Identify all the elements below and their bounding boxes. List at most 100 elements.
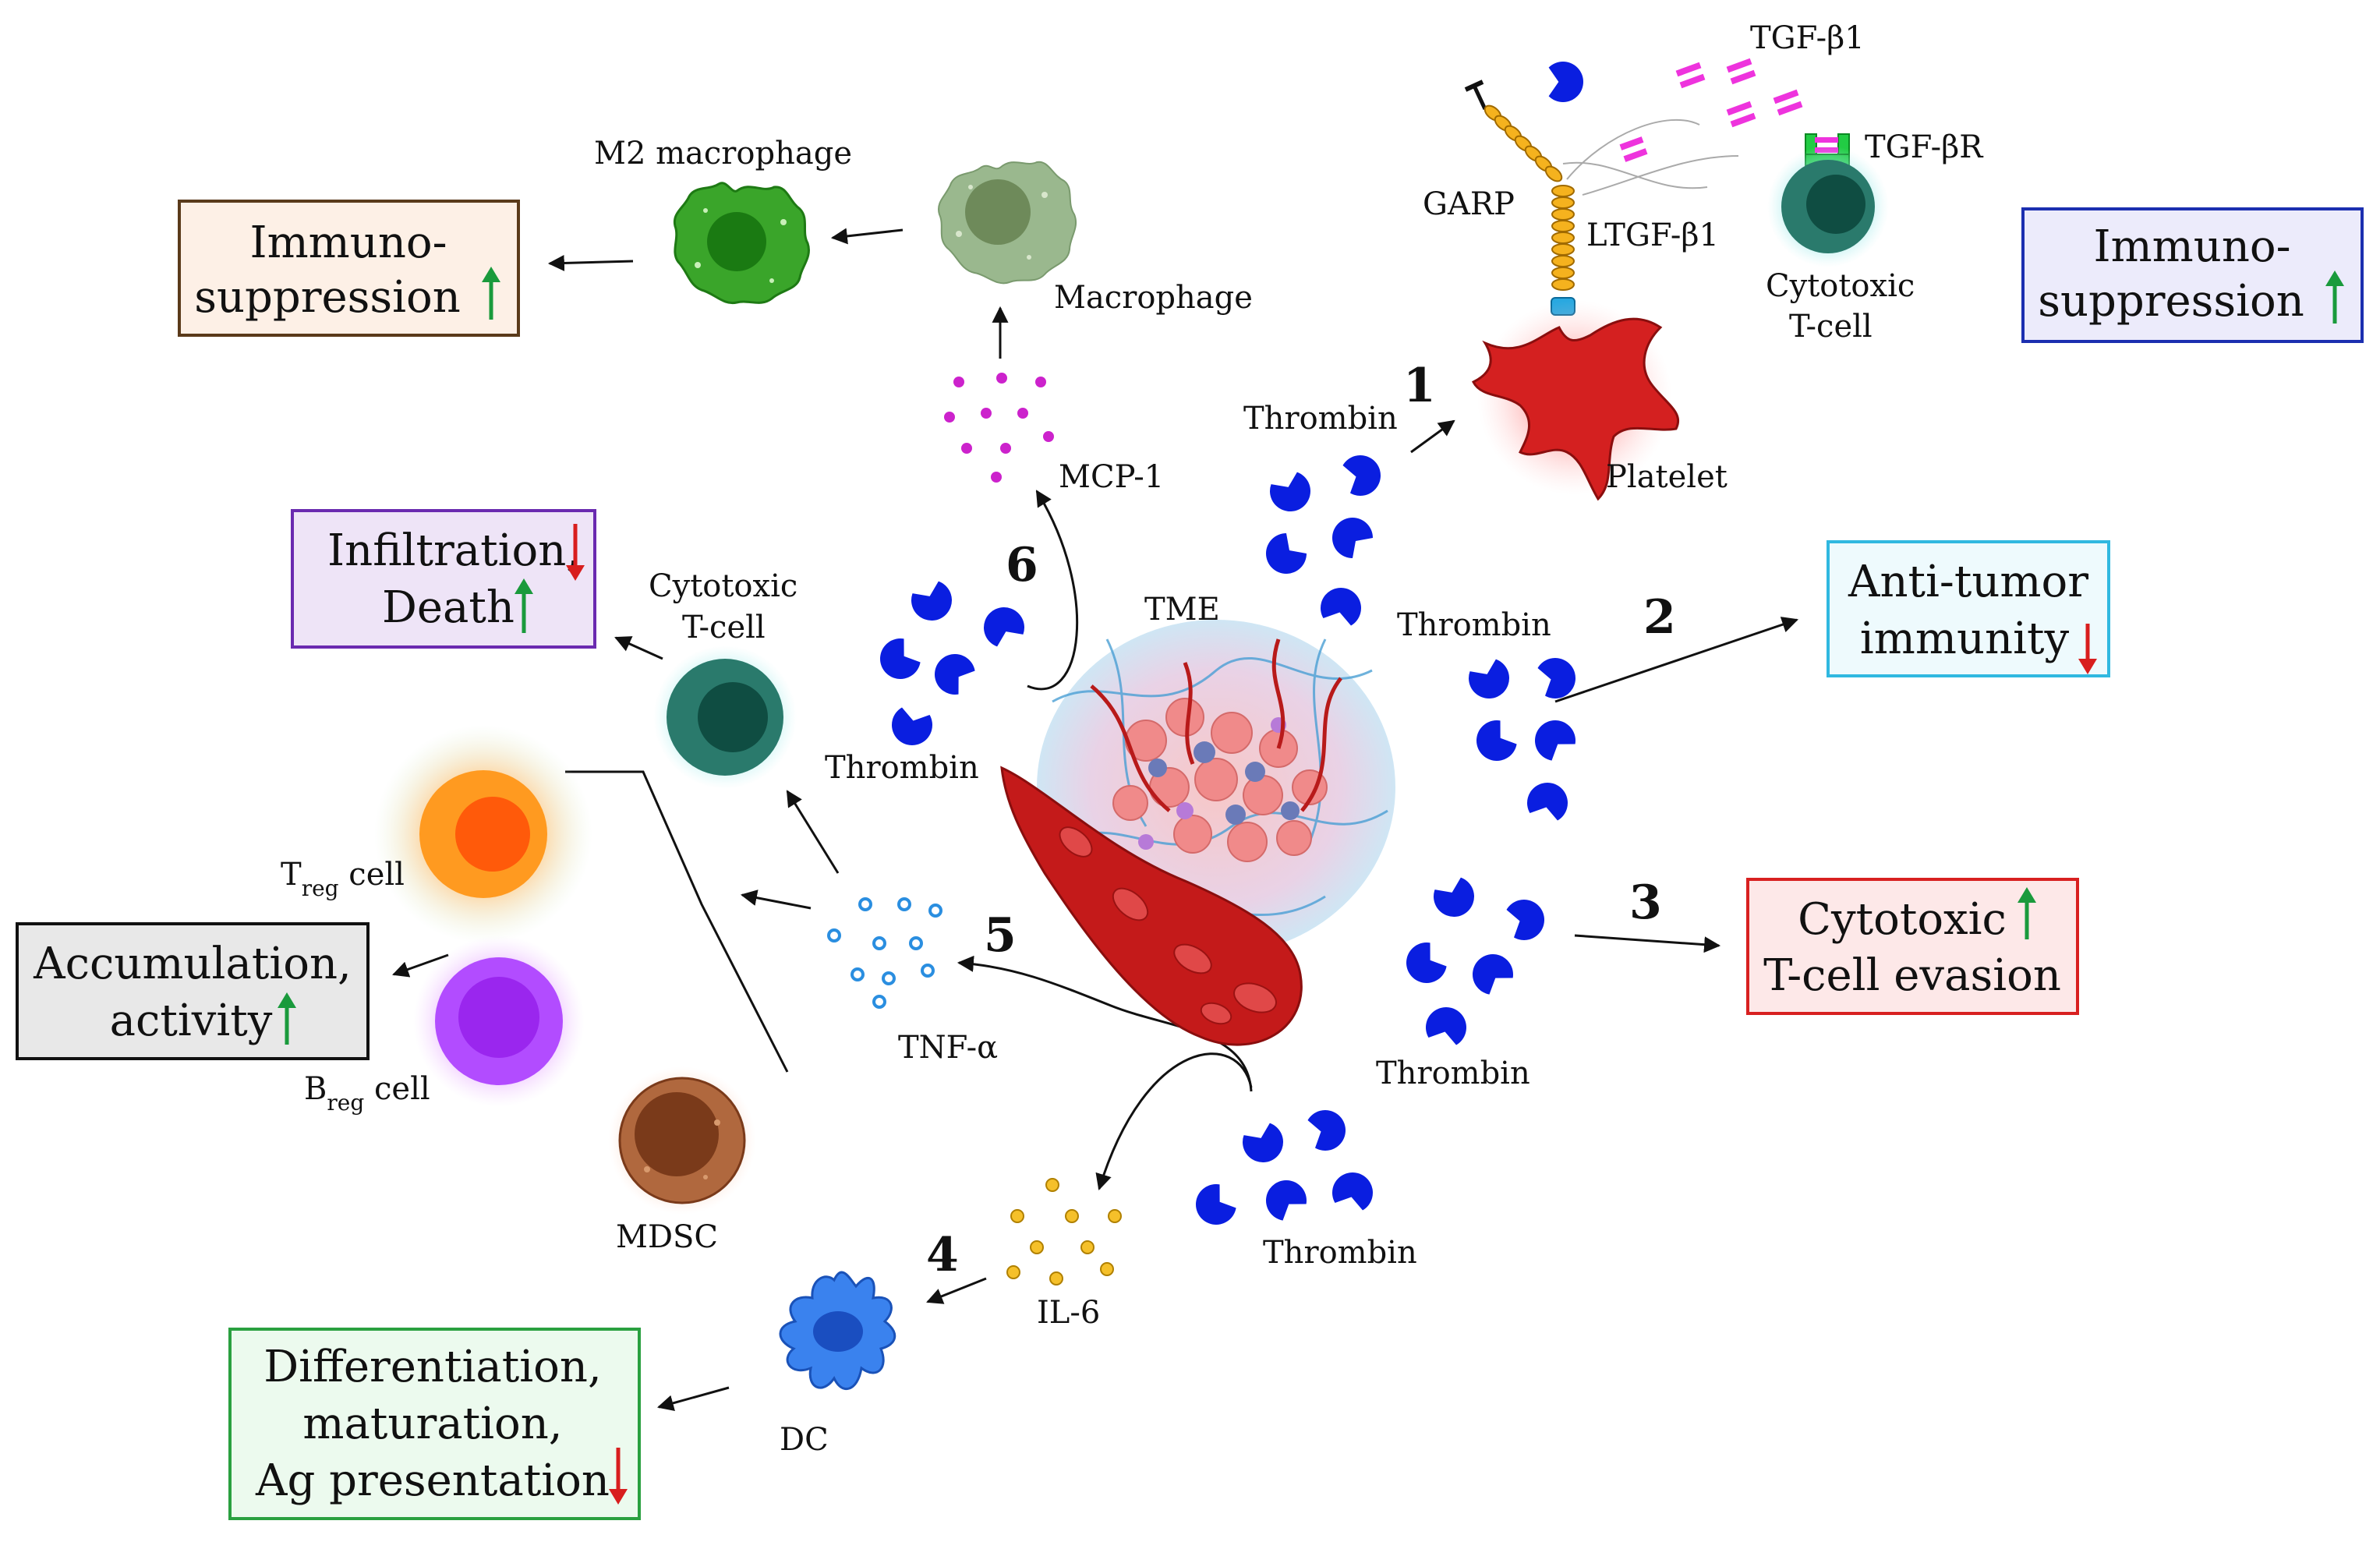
thrombin-icon	[1262, 1176, 1310, 1225]
dendritic-cell-icon	[779, 1271, 896, 1391]
thrombin-icon	[1496, 892, 1552, 948]
thrombin-icon	[1402, 939, 1451, 987]
ltgf-b1-label: LTGF-β1	[1586, 217, 1719, 253]
thrombin-icon	[1462, 652, 1515, 705]
step-number-2: 2	[1643, 590, 1676, 645]
arrow-macrophage-to-m2	[830, 228, 904, 245]
box-immuno-left: Immuno- suppression	[178, 200, 520, 337]
cytotoxic-tcell-top-label-1: Cytotoxic	[1766, 268, 1915, 304]
platelet-icon	[1471, 300, 1680, 501]
treg-icon	[374, 725, 592, 943]
treg-label: Treg cell	[281, 857, 405, 901]
tnf-a-label: TNF-α	[898, 1030, 998, 1066]
arrow-il6-to-dc	[926, 1277, 987, 1304]
up-arrow-icon	[2018, 887, 2036, 939]
box-antitumor-line1: Anti-tumor	[1848, 557, 2088, 607]
arrow-tcell-to-infiltration	[614, 636, 663, 660]
tme-label: TME	[1144, 592, 1220, 628]
bracket-line	[565, 770, 789, 1073]
box-accumulation: Accumulation, activity	[16, 922, 370, 1060]
arrow-tnf-to-tcell	[786, 790, 840, 874]
macrophage-label: Macrophage	[1054, 280, 1253, 316]
down-arrow-icon	[2078, 624, 2097, 674]
tcell-icon	[653, 645, 797, 789]
step-number-3: 3	[1629, 875, 1662, 930]
il6-label: IL-6	[1037, 1295, 1100, 1331]
arrow-thrombin-to-tnf	[957, 955, 1253, 1092]
thrombin-icon	[931, 650, 979, 698]
box-immuno-right: Immuno- suppression	[2021, 207, 2364, 343]
thrombin-icon	[1473, 716, 1521, 765]
thrombin-label-6: Thrombin	[825, 750, 979, 786]
thrombin-icon	[1418, 999, 1474, 1056]
thrombin-cluster-bottom	[1192, 1102, 1381, 1229]
thrombin-icon	[978, 601, 1031, 654]
tgf-br-label: TGF-βR	[1865, 129, 1984, 165]
thrombin-icon	[1297, 1102, 1353, 1158]
arrow-tnf-to-bracket	[740, 889, 812, 910]
thrombin-icon	[1192, 1180, 1240, 1229]
box-immuno-left-line2: suppression	[194, 272, 461, 323]
box-differentiation-line1: Differentiation,	[263, 1342, 602, 1392]
box-infiltration-line2: Death	[382, 582, 515, 633]
box-infiltration: Infiltration, Death	[291, 509, 596, 649]
m2-macrophage-label: M2 macrophage	[594, 136, 852, 172]
box-immuno-left-line1: Immuno-	[249, 217, 447, 268]
breg-label: Breg cell	[304, 1071, 430, 1116]
thrombin-icon	[1427, 870, 1480, 923]
down-arrow-icon	[566, 524, 585, 581]
box-cytotoxic-evasion: Cytotoxic T-cell evasion	[1746, 878, 2079, 1015]
box-cytotoxic-evasion-line2: T-cell evasion	[1763, 950, 2061, 1001]
cytotoxic-tcell-top-label-2: T-cell	[1789, 309, 1873, 345]
tgf-b1-molecules	[1619, 58, 1803, 162]
box-accumulation-line2: activity	[110, 996, 273, 1046]
thrombin-cluster-6	[876, 574, 1031, 753]
step-number-5: 5	[984, 908, 1017, 963]
box-antitumor-line2: immunity	[1860, 614, 2070, 664]
box-infiltration-line1: Infiltration,	[327, 525, 580, 576]
thrombin-icon	[1527, 650, 1583, 706]
thrombin-icon	[1531, 716, 1579, 765]
up-arrow-icon	[482, 267, 500, 320]
thrombin-label-3: Thrombin	[1376, 1056, 1530, 1091]
mdsc-icon	[608, 1066, 756, 1215]
box-cytotoxic-evasion-line1: Cytotoxic	[1798, 894, 2007, 945]
thrombin-cluster-3	[1402, 870, 1552, 1056]
thrombin-icon	[1332, 518, 1373, 558]
mdsc-label: MDSC	[616, 1219, 718, 1255]
box-accumulation-line1: Accumulation,	[33, 939, 352, 989]
mcp1-label: MCP-1	[1059, 459, 1164, 495]
cytotoxic-tcell-left-label-1: Cytotoxic	[649, 568, 797, 604]
dc-label: DC	[780, 1422, 829, 1458]
arrow-thrombin-to-platelet	[1410, 419, 1455, 454]
thrombin-icon	[884, 697, 940, 753]
m2-macrophage-icon	[673, 182, 810, 305]
up-arrow-icon	[515, 578, 533, 633]
thrombin-icon	[905, 574, 958, 627]
box-immuno-right-line2: suppression	[2038, 276, 2304, 327]
arrow-thrombin-to-mcp1	[1027, 490, 1079, 691]
platelet-label: Platelet	[1606, 459, 1728, 495]
thrombin-icon	[1519, 775, 1575, 831]
thrombin-icon	[1469, 950, 1517, 999]
up-arrow-icon	[278, 992, 296, 1045]
arrow-to-cytotoxic-evasion	[1574, 934, 1721, 953]
thrombin-icon	[1332, 447, 1388, 504]
up-arrow-icon	[2325, 271, 2344, 324]
step-number-6: 6	[1006, 538, 1038, 592]
macrophage-icon	[938, 161, 1077, 285]
thrombin-label-2: Thrombin	[1397, 607, 1551, 643]
arrow-dc-to-differentiation	[656, 1386, 730, 1412]
arrow-to-antitumor	[1554, 617, 1798, 703]
thrombin-icon	[876, 635, 925, 683]
arrow-m2-to-immuno	[547, 254, 634, 271]
thrombin-icon	[1236, 1116, 1289, 1169]
mcp1-dots	[944, 373, 1054, 483]
box-differentiation-line3: Ag presentation	[255, 1455, 610, 1506]
box-antitumor: Anti-tumor immunity	[1827, 540, 2110, 677]
step-number-4: 4	[926, 1228, 959, 1282]
thrombin-icon	[1264, 465, 1317, 518]
arrow-to-accumulation	[392, 953, 449, 978]
